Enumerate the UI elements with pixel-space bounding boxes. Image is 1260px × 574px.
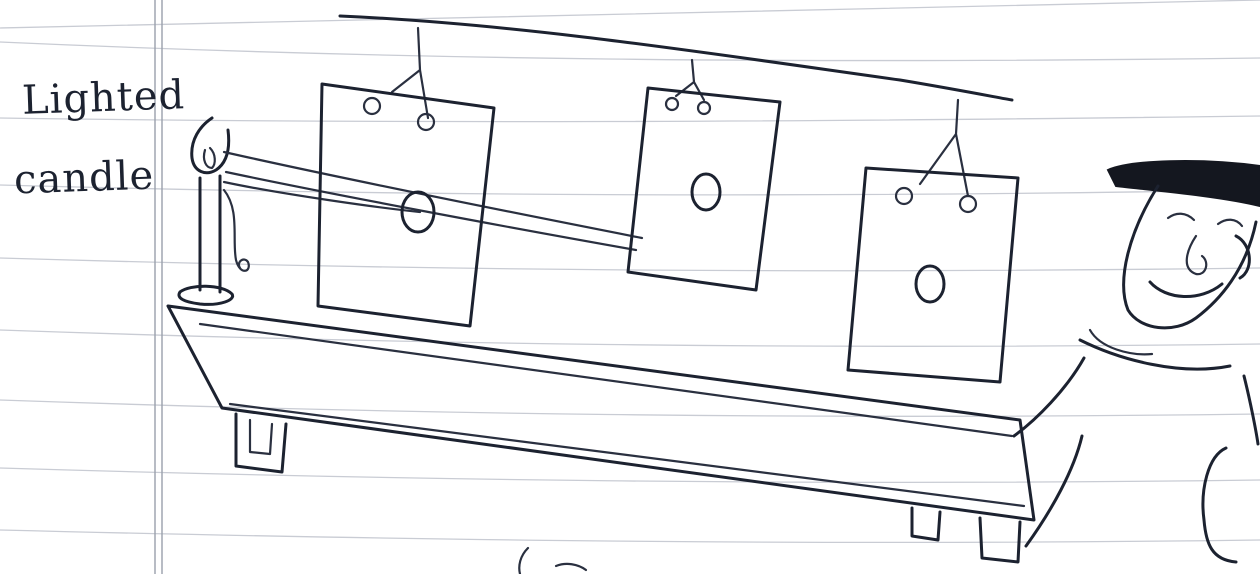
support-string xyxy=(340,16,1012,100)
cardboard-3 xyxy=(848,100,1018,382)
cardboard-2 xyxy=(628,60,780,290)
label-lighted: Lighted xyxy=(21,75,185,121)
partial-caption xyxy=(519,548,586,574)
hat xyxy=(1108,161,1260,206)
lighted-candle xyxy=(179,118,249,304)
observer-person xyxy=(1014,161,1260,562)
label-candle: candle xyxy=(13,156,154,201)
